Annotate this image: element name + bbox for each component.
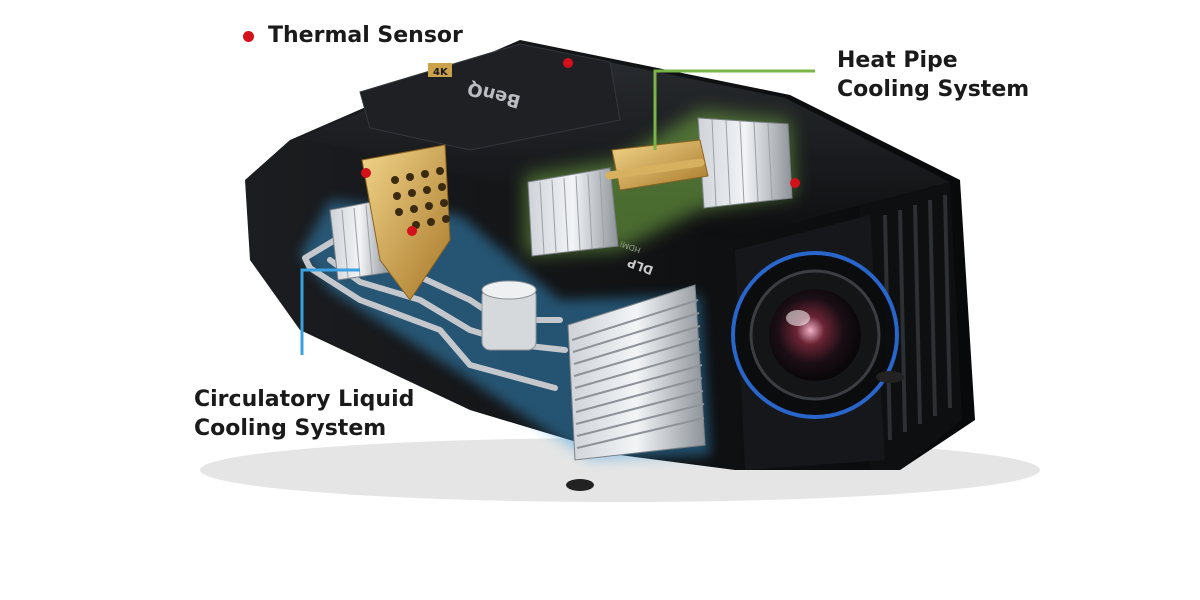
thermal-sensor-text: Thermal Sensor <box>268 23 463 48</box>
lens-highlight <box>786 310 810 326</box>
liquid-line1: Circulatory Liquid <box>194 387 415 412</box>
copper-cold-plate <box>361 144 451 301</box>
liquid-line2: Cooling System <box>194 416 387 441</box>
heat-pipe-cooling-system <box>525 110 795 257</box>
thermal-sensor-markers <box>361 58 800 236</box>
top-panel <box>359 43 621 151</box>
liquid-cooling-label: Circulatory Liquid Cooling System <box>194 385 414 443</box>
heat-pipe-label: Heat Pipe Cooling System <box>837 46 1029 104</box>
reservoir-cap <box>481 280 537 300</box>
heat-pipe-line2: Cooling System <box>837 77 1030 102</box>
heat-pipe-leader-line <box>653 69 815 150</box>
resolution-badge-bg <box>428 63 452 77</box>
foot-right <box>876 371 904 383</box>
resolution-badge: 4K <box>433 67 449 78</box>
lens-glass <box>769 289 861 381</box>
heat-pipe-line1: Heat Pipe <box>837 48 958 73</box>
sensor-dot-right <box>790 178 800 188</box>
liquid-leader-line <box>300 268 360 355</box>
heat-sink-left <box>527 167 619 257</box>
sensor-dot-top <box>563 58 573 68</box>
thermal-sensor-label: Thermal Sensor <box>268 21 463 50</box>
foot-left <box>566 479 594 491</box>
red-dot-icon <box>243 31 254 42</box>
sensor-dot-plate-bottom <box>407 226 417 236</box>
liquid-cooling-system <box>300 144 710 461</box>
heat-pipe-tube <box>605 158 705 180</box>
cold-plate-holes <box>391 167 450 229</box>
sensor-dot-plate-top <box>361 168 371 178</box>
